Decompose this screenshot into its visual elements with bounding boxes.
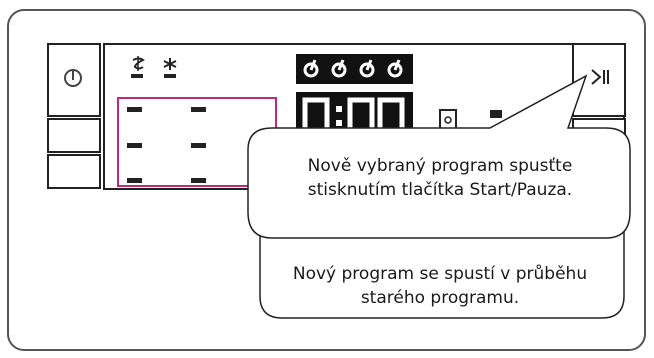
time-colon-dot (336, 120, 342, 126)
option-button-2[interactable] (47, 154, 101, 189)
symbol-display-glyphs (303, 59, 403, 78)
left-button-column (47, 43, 101, 189)
option-led (191, 107, 206, 112)
symbol-display (296, 54, 413, 84)
drying-icon (163, 58, 177, 78)
callout-running-text: Nový program se spustí v průběhu starého… (262, 262, 618, 310)
option-led (127, 107, 142, 112)
option-led (127, 178, 142, 183)
prewash-icon (131, 56, 145, 78)
option-button-1[interactable] (47, 118, 101, 153)
time-colon-dot (336, 106, 342, 112)
callout-running-line-2: starého programu. (360, 288, 520, 308)
option-led (127, 143, 142, 148)
callout-start-line-1: Nově vybraný program spusťte (307, 156, 573, 176)
callout-running-bubble (259, 227, 625, 319)
power-icon (64, 69, 82, 87)
option-led (191, 178, 206, 183)
callout-start-bubble (247, 74, 631, 239)
start-pause-icon (591, 69, 609, 85)
callout-start-line-2: stisknutím tlačítka Start/Pauza. (307, 180, 573, 200)
lock-icon (439, 109, 457, 131)
status-indicator (490, 110, 502, 118)
callout-start-text: Nově vybraný program spusťte stisknutím … (262, 154, 618, 202)
option-led (191, 143, 206, 148)
callout-running-line-1: Nový program se spustí v průběhu (292, 264, 588, 284)
